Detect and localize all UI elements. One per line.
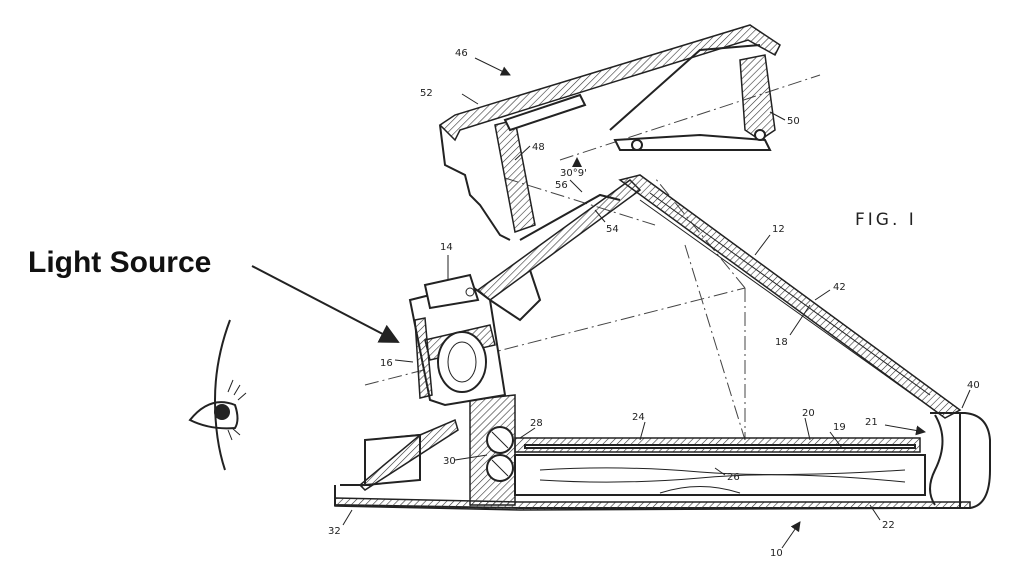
ref-32: 32 bbox=[328, 526, 341, 537]
ref-22: 22 bbox=[882, 520, 895, 531]
ref-46: 46 bbox=[455, 48, 468, 59]
lens-assembly bbox=[408, 273, 507, 407]
ref-48: 48 bbox=[532, 142, 545, 153]
ref-52: 52 bbox=[420, 88, 433, 99]
front-panel bbox=[476, 179, 642, 322]
leader-lines bbox=[342, 93, 971, 526]
ref-24: 24 bbox=[632, 412, 645, 423]
ref-12: 12 bbox=[772, 224, 785, 235]
light-source-callout: Light Source bbox=[28, 246, 211, 279]
ref-18: 18 bbox=[775, 337, 788, 348]
ref-54: 54 bbox=[606, 224, 619, 235]
ref-19: 19 bbox=[833, 422, 846, 433]
ref-21: 21 bbox=[865, 417, 878, 428]
arrows bbox=[251, 57, 926, 549]
reference-numerals: 46 52 50 48 30°9' 56 54 14 12 42 18 16 4… bbox=[328, 48, 980, 559]
light-source-arrow bbox=[251, 265, 400, 343]
ref-30: 30 bbox=[443, 456, 456, 467]
ref-56: 56 bbox=[555, 180, 568, 191]
eye-icon bbox=[188, 319, 247, 471]
ref-14: 14 bbox=[440, 242, 453, 253]
ref-42: 42 bbox=[833, 282, 846, 293]
figure-label: FIG. I bbox=[855, 210, 917, 230]
ref-26: 26 bbox=[727, 472, 740, 483]
ref-50: 50 bbox=[787, 116, 800, 127]
rear-panel bbox=[618, 174, 962, 419]
ref-20: 20 bbox=[802, 408, 815, 419]
ref-40: 40 bbox=[967, 380, 980, 391]
ref-angle: 30°9' bbox=[560, 168, 587, 179]
film-arrow bbox=[884, 424, 926, 436]
base-arrow bbox=[781, 521, 801, 549]
ref-10: 10 bbox=[770, 548, 783, 559]
housing-arrow bbox=[474, 57, 511, 76]
optical-path-lines bbox=[364, 74, 821, 441]
ref-16: 16 bbox=[380, 358, 393, 369]
ref-28: 28 bbox=[530, 418, 543, 429]
film-pack bbox=[469, 394, 926, 506]
viewfinder-housing bbox=[438, 24, 781, 241]
